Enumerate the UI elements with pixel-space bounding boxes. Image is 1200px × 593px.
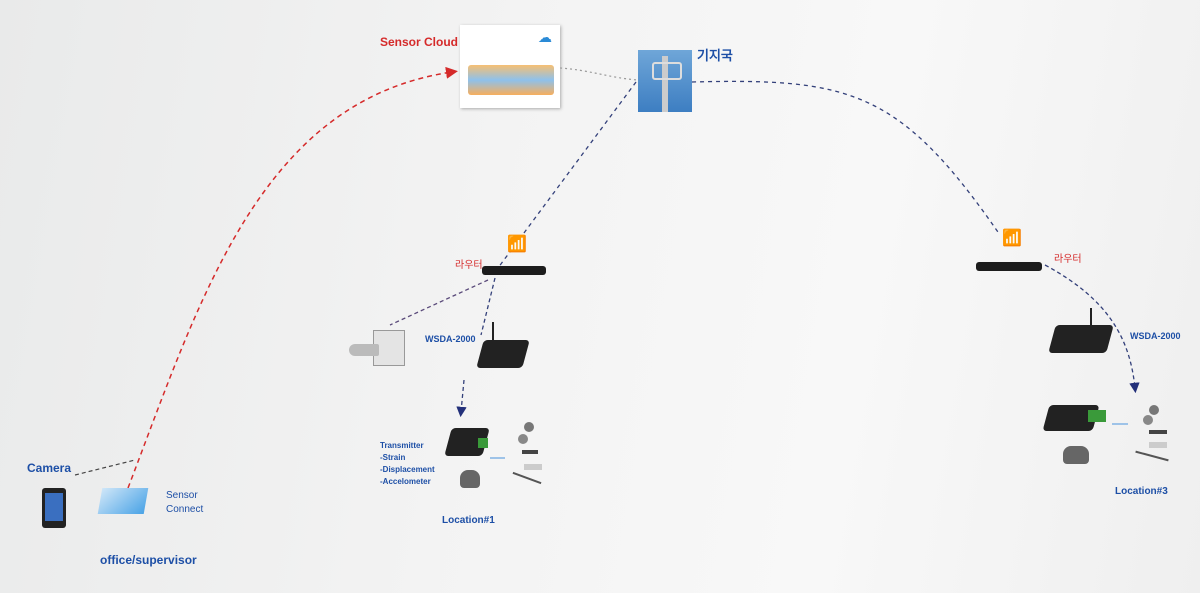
wsda-gateway-3 <box>1048 325 1114 353</box>
sensor-connect-line-2: Connect <box>166 504 204 515</box>
camera-label: Camera <box>27 461 72 475</box>
office-label: office/supervisor <box>100 553 197 567</box>
wsda-label-3: WSDA-2000 <box>1130 331 1181 341</box>
location3-label: Location#3 <box>1115 486 1168 497</box>
laptop-image <box>97 488 149 514</box>
transmitter-label: Transmitter <box>380 441 424 450</box>
strain-label: -Strain <box>380 453 406 462</box>
accelerometer-label: -Accelometer <box>380 477 431 486</box>
wsda-to-transmitter-link <box>456 379 467 418</box>
sensors-image-3 <box>1135 405 1171 465</box>
wsda-gateway-1 <box>476 340 530 368</box>
wsda-label-1: WSDA-2000 <box>425 334 476 344</box>
accelerometer-image <box>460 470 480 488</box>
sensor-cloud-label: Sensor Cloud <box>380 35 459 49</box>
transmitter-list: Transmitter -Strain -Displacement -Accel… <box>380 440 435 488</box>
router1-label: 라우터 <box>455 260 483 271</box>
router2-to-location3-link <box>1044 264 1140 394</box>
accelerometer-image <box>1063 446 1089 464</box>
base-station-label: 기지국 <box>697 48 733 63</box>
router1-to-camera-link <box>389 279 489 326</box>
camera-link <box>74 459 136 476</box>
displacement-label: -Displacement <box>380 465 435 474</box>
location1-label: Location#1 <box>442 515 495 526</box>
security-camera-image <box>345 330 405 366</box>
sensor-connect-label: Sensor Connect <box>166 489 203 517</box>
wifi-icon: 📶 <box>507 236 527 253</box>
cell-tower-image <box>638 50 692 112</box>
router2-label: 라우터 <box>1054 254 1082 265</box>
tablet-image <box>42 488 66 528</box>
cloud-to-tower-link <box>559 67 639 81</box>
cloud-to-office-link <box>127 66 458 489</box>
router1-device <box>482 266 546 275</box>
tower-to-router2-link <box>691 80 1001 236</box>
sensor-cloud-image: ☁ <box>460 25 560 108</box>
router2-device <box>976 262 1042 271</box>
sensor-connect-line-1: Sensor <box>166 490 198 501</box>
sensors-image-1 <box>512 422 546 488</box>
cloud-icon: ☁ <box>538 29 552 45</box>
wifi-icon: 📶 <box>1002 230 1022 247</box>
router1-to-wsda-link <box>480 277 496 336</box>
